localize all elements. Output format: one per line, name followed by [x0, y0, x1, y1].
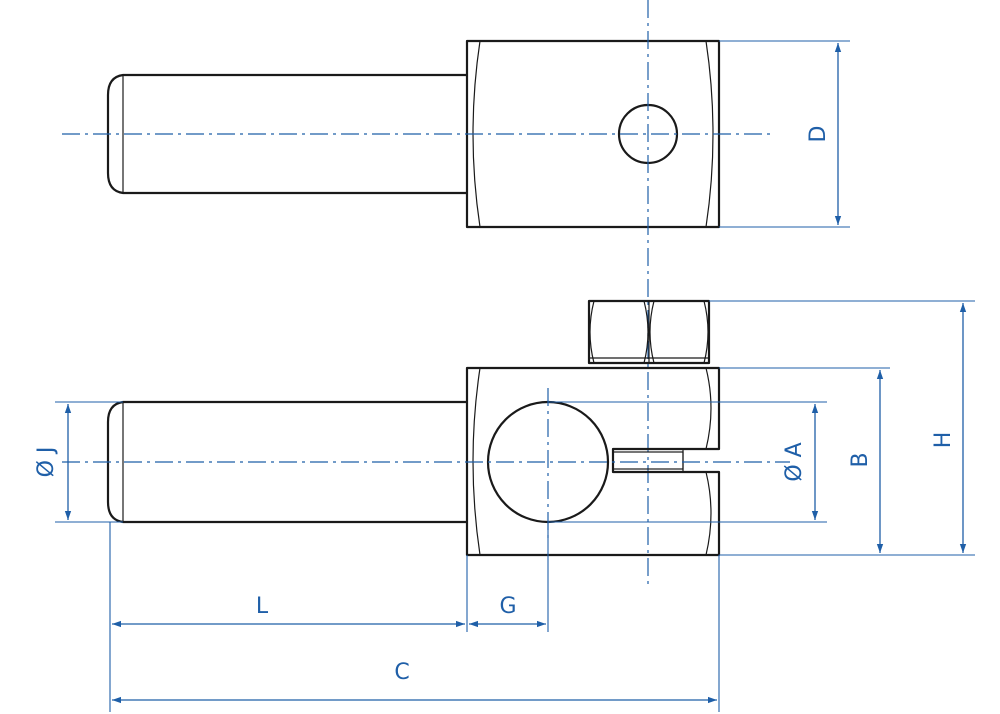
front-block — [465, 366, 721, 557]
dimension-d-label: D — [806, 126, 831, 143]
dimension-h-label: H — [931, 432, 956, 449]
front-view — [62, 299, 790, 557]
nut-face-mid-right — [649, 300, 655, 364]
dimension-l-label: L — [256, 594, 269, 619]
dimension-g-label: G — [499, 594, 516, 619]
nut-face-left — [589, 300, 595, 364]
dimensions: D H B Ø A Ø J L G C — [34, 40, 975, 712]
dimension-b-label: B — [848, 452, 873, 467]
nut-face-right — [703, 300, 709, 364]
front-block-right-chamfer-top — [705, 367, 712, 450]
dimension-c-label: C — [394, 660, 409, 685]
top-view — [62, 0, 770, 588]
front-block-right-chamfer-bottom — [705, 471, 712, 556]
dimension-a-label: Ø A — [782, 442, 807, 481]
dimension-j-label: Ø J — [34, 447, 59, 478]
front-block-left-chamfer — [472, 367, 481, 556]
